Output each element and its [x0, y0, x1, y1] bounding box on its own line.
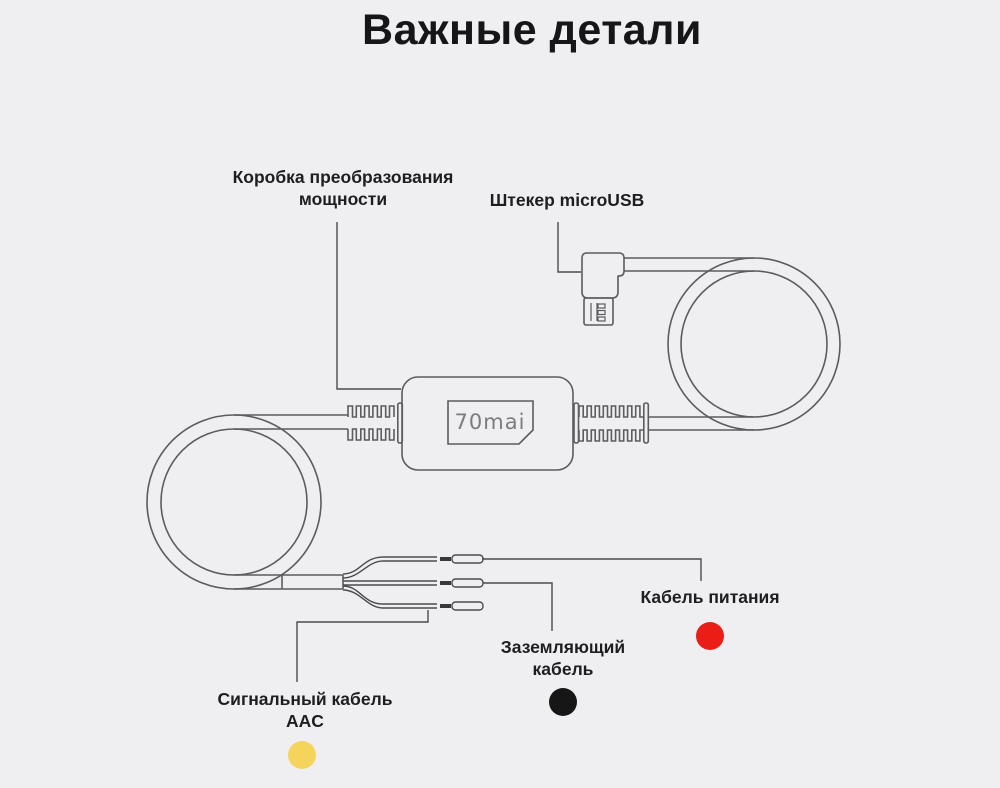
label-converter-box: Коробка преобразования мощности — [232, 167, 454, 209]
leader-signal-cable — [296, 610, 429, 682]
leader-microusb — [557, 222, 581, 273]
right-cable-coil — [624, 257, 841, 431]
power-dot — [696, 622, 724, 650]
cable-box-to-right-coil — [648, 416, 754, 431]
microusb-connector — [581, 252, 625, 326]
ground-dot — [549, 688, 577, 716]
strain-relief-left — [347, 402, 404, 444]
power-box: 70mai — [401, 376, 574, 471]
ferrule-signal — [451, 601, 484, 611]
ferrule-ground — [451, 578, 484, 588]
leader-converter-box — [336, 222, 401, 390]
cable-coil-to-sheath — [234, 574, 343, 590]
legend-dots — [288, 622, 724, 769]
wire-power — [342, 556, 437, 579]
usb-plug-tip — [583, 297, 614, 326]
label-power-cable: Кабель питания — [640, 587, 780, 607]
leader-power-cable — [482, 558, 702, 581]
wire-signal — [342, 585, 437, 609]
label-microusb: Штекер microUSB — [489, 190, 645, 210]
wire-crimps — [440, 557, 451, 608]
brand-logo: 70mai — [455, 410, 526, 434]
logo-plate — [447, 400, 534, 445]
label-signal-cable: Сигнальный кабель AAC — [217, 689, 393, 731]
left-cable-coil — [146, 414, 348, 590]
strain-relief-right — [573, 402, 650, 444]
output-wires — [342, 554, 484, 611]
sheath-collar — [281, 575, 344, 589]
cable-box-to-left-coil — [234, 414, 348, 430]
wire-ground — [343, 580, 437, 586]
label-ground-cable: Заземляющий кабель — [500, 637, 626, 679]
signal-dot — [288, 741, 316, 769]
cable-connector-to-right-coil — [624, 257, 754, 272]
page-title: Важные детали — [362, 6, 702, 54]
leader-lines — [296, 222, 702, 682]
leader-ground-cable — [483, 582, 553, 631]
ferrule-power — [451, 554, 484, 564]
